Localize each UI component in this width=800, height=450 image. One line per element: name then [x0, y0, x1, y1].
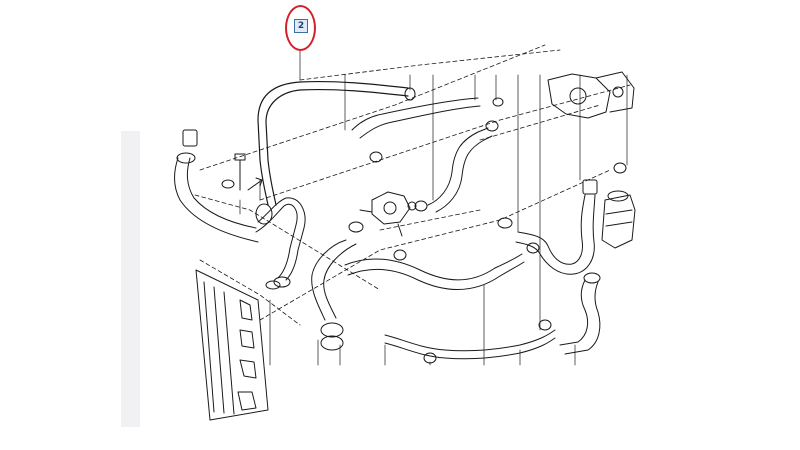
upper-radiator-hose[interactable]	[257, 80, 409, 206]
expansion-tank-icon	[601, 190, 636, 249]
bottom-return-pipe[interactable]	[384, 329, 556, 360]
heater-hose-middle[interactable]	[427, 127, 493, 213]
water-pump-icon	[359, 191, 417, 237]
lower-left-hose[interactable]	[174, 129, 259, 243]
long-bypass-pipe[interactable]	[344, 253, 525, 291]
dashed-guide-lines	[194, 44, 631, 326]
thermostat-housing-icon	[547, 71, 635, 119]
junction-hose[interactable]	[255, 197, 306, 288]
leader-lines	[239, 49, 628, 366]
hose-clamp-icon	[221, 87, 627, 364]
heater-hose-upper[interactable]	[351, 97, 481, 139]
callout-number[interactable]: 2	[294, 19, 308, 33]
right-outlet-hose[interactable]	[515, 179, 598, 275]
pump-hose[interactable]	[311, 239, 357, 351]
callout-highlight-circle	[285, 5, 316, 51]
right-lower-hose[interactable]	[559, 272, 601, 355]
radiator-icon	[195, 269, 269, 421]
bolt-icon	[234, 153, 246, 191]
left-margin-strip	[121, 131, 140, 427]
